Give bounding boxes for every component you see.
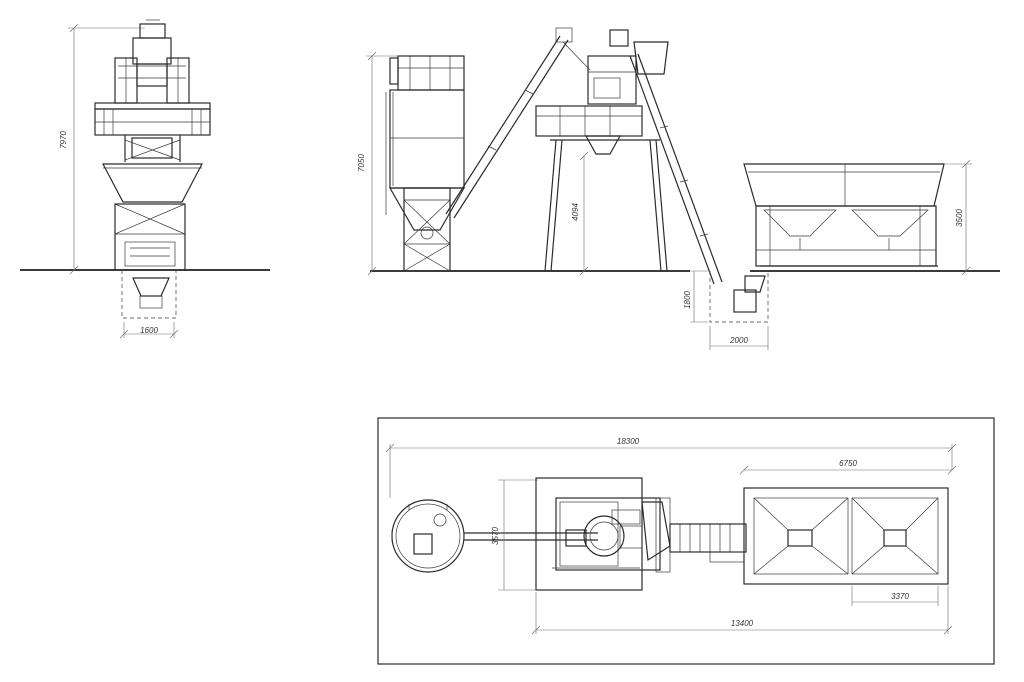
dim-silo-height: 7050 — [357, 154, 366, 172]
plan-view: 18300 6750 3570 — [377, 417, 995, 665]
cement-silo — [385, 55, 466, 272]
end-elevation-view: 7970 — [20, 19, 270, 339]
plan-frame — [377, 417, 995, 665]
dim-pit-width-side: 2000 — [729, 336, 748, 345]
dim-batcher-length: 6750 — [839, 459, 857, 468]
dim-mixer-height: 4094 — [571, 203, 580, 221]
mixer-tower — [535, 29, 723, 285]
dim-bin-width: 3370 — [891, 592, 909, 601]
silo-plan — [391, 499, 465, 573]
mixer-plan — [535, 477, 671, 591]
dim-total-height: 7970 — [59, 131, 68, 149]
dim-mixer-width: 3570 — [491, 527, 500, 545]
belt-conveyor-plan — [669, 523, 747, 563]
screw-conveyor — [445, 27, 591, 219]
dim-length-13400: 13400 — [731, 619, 754, 628]
dim-pit-depth: 1800 — [683, 291, 692, 309]
side-elevation-view: 7050 — [357, 27, 1000, 350]
dim-pit-width: 1600 — [140, 326, 158, 335]
dim-overall-length: 18300 — [617, 437, 640, 446]
skip-pit — [709, 271, 769, 323]
aggregate-batcher — [743, 163, 945, 267]
batcher-plan — [743, 487, 949, 585]
dim-batcher-height: 3500 — [955, 209, 964, 227]
